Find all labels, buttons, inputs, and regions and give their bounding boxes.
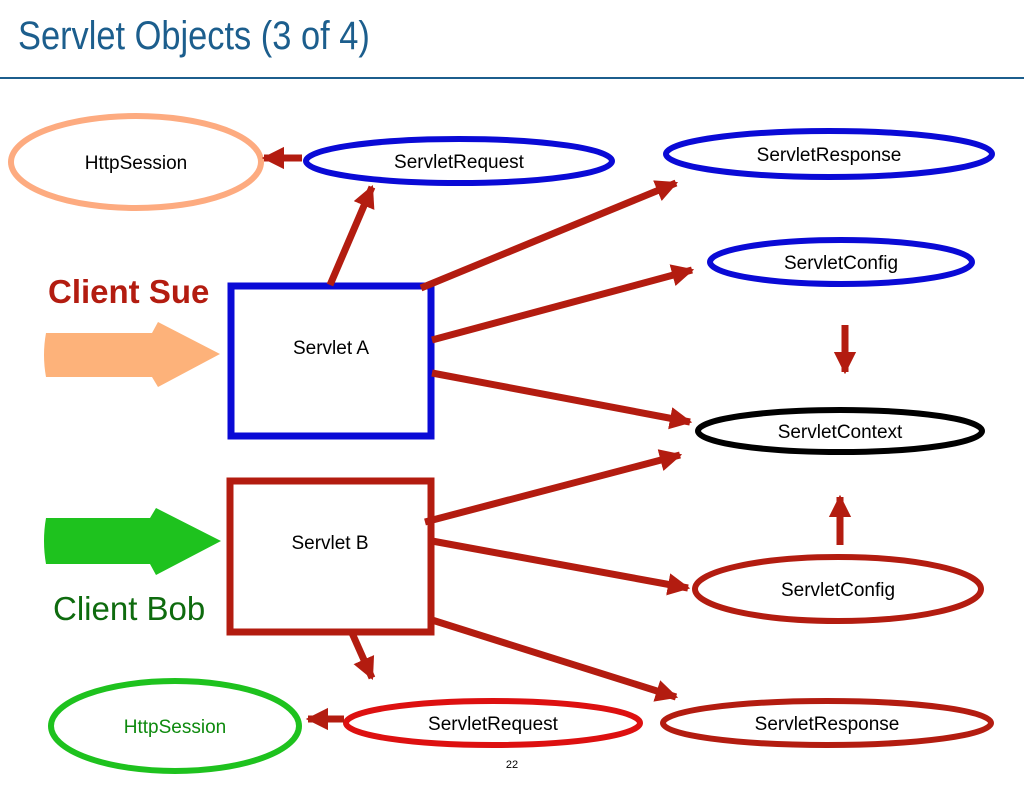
slide-title: Servlet Objects (3 of 4) (18, 14, 370, 58)
sue-servletrequest-label: ServletRequest (394, 152, 525, 173)
servlet-a-box (227, 282, 435, 440)
client-bob-label: Client Bob (53, 590, 205, 627)
arrow-a-to-request (326, 184, 376, 287)
b-servletconfig-label: ServletConfig (781, 580, 895, 601)
b-servletconfig: ServletConfig (692, 554, 984, 624)
bob-servletresponse-label: ServletResponse (755, 714, 900, 735)
page-number: 22 (506, 759, 518, 771)
a-servletconfig-label: ServletConfig (784, 253, 898, 274)
servletcontext-label: ServletContext (778, 422, 903, 443)
sue-servletrequest: ServletRequest (303, 136, 615, 186)
arrow-a-to-context (431, 369, 693, 430)
servletcontext: ServletContext (695, 407, 985, 455)
servlet-b-box (226, 477, 435, 636)
client-bob-arrow (44, 508, 221, 575)
title-divider (0, 77, 1024, 79)
arrow-b-to-context (424, 449, 683, 526)
bob-httpsession-label: HttpSession (124, 717, 226, 738)
bob-servletresponse: ServletResponse (660, 698, 994, 748)
arrow-b-to-response (430, 616, 679, 702)
sue-httpsession: HttpSession (8, 113, 264, 211)
a-servletconfig: ServletConfig (707, 237, 975, 287)
client-sue-arrow (44, 322, 220, 387)
servlet-b-label: Servlet B (291, 533, 368, 554)
arrow-a-to-response (419, 179, 679, 292)
bob-httpsession: HttpSession (48, 678, 302, 774)
sue-httpsession-label: HttpSession (85, 153, 187, 174)
sue-servletresponse: ServletResponse (663, 128, 995, 180)
sue-servletresponse-label: ServletResponse (757, 145, 902, 166)
arrow-a-to-config (431, 264, 695, 344)
bob-servletrequest: ServletRequest (343, 698, 643, 748)
arrow-b-to-request (348, 631, 376, 681)
bob-servletrequest-label: ServletRequest (428, 714, 559, 735)
arrow-b-to-config (431, 537, 691, 596)
servlet-a-label: Servlet A (293, 338, 369, 359)
client-sue-label: Client Sue (48, 273, 209, 310)
